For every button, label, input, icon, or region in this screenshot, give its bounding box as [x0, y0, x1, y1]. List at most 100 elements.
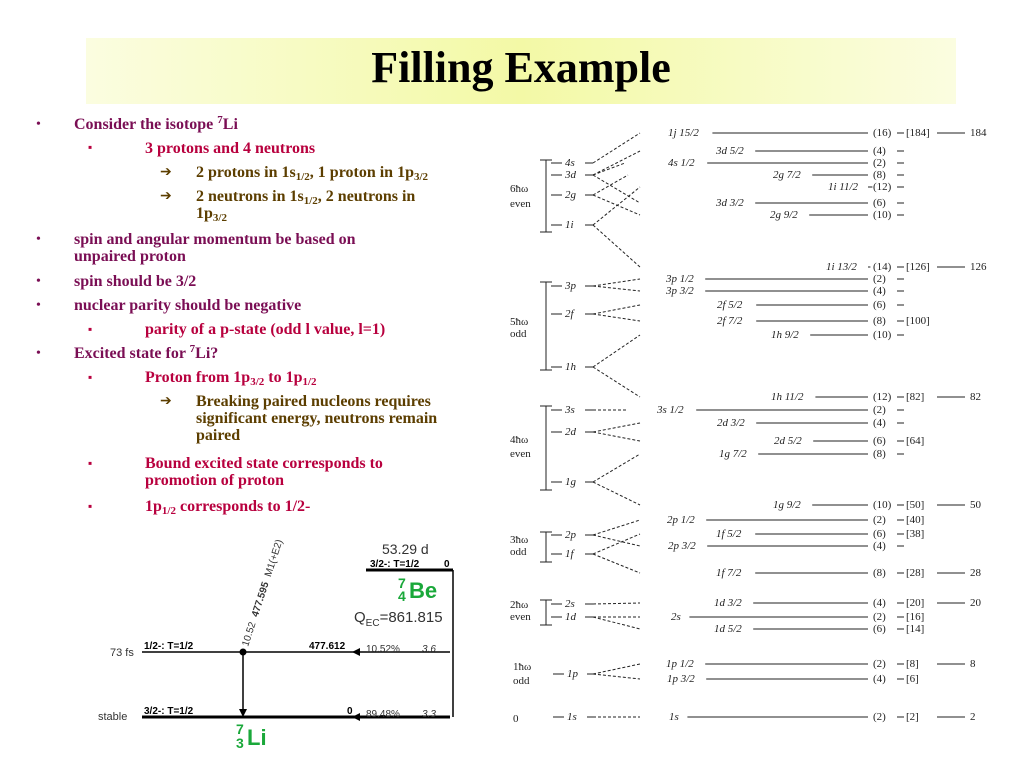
- split-level-label: 1g 9/2: [773, 499, 801, 511]
- level-connector-line: [592, 285, 641, 292]
- gamma-arrowhead: [239, 709, 247, 717]
- parent-symbol: Be: [409, 578, 437, 603]
- magic-number: 2: [970, 711, 976, 723]
- oscillator-level-label: 4s: [565, 157, 575, 169]
- oscillator-shell-label: 1ħω: [513, 661, 531, 673]
- oscillator-shell-label: 0: [513, 713, 519, 725]
- level-connector-line: [592, 186, 641, 226]
- bullet-isotope: Consider the isotope 7Li: [74, 114, 238, 134]
- occupancy-number: (12): [873, 181, 892, 193]
- occupancy-number: (2): [873, 157, 886, 169]
- level-connector-line: [592, 162, 626, 176]
- split-level-label: 1j 15/2: [668, 127, 699, 139]
- bullet-p-state: parity of a p-state (odd l value, l=1): [145, 321, 386, 338]
- cumulative-count: [16]: [906, 611, 924, 623]
- occupancy-number: (2): [873, 611, 886, 623]
- excited-branch: 10.52%: [366, 644, 400, 655]
- split-level-label: 1f 5/2: [716, 528, 742, 540]
- oscillator-level-label: 2d: [565, 426, 577, 438]
- parent-halflife: 53.29 d: [382, 541, 429, 557]
- excited-lifetime: 73 fs: [110, 647, 134, 659]
- level-connector-line: [592, 519, 641, 536]
- bullet-marker: •: [36, 298, 41, 313]
- oscillator-level-label: 1p: [567, 668, 579, 680]
- cumulative-count: [184]: [906, 127, 930, 139]
- magic-number: 184: [970, 127, 987, 139]
- shell-parity-label: odd: [510, 328, 527, 340]
- arrow-marker: ➔: [160, 165, 172, 180]
- split-level-label: 2p 1/2: [667, 514, 695, 526]
- split-level-label: 2g 9/2: [770, 209, 798, 221]
- square-marker: ▪: [88, 322, 93, 336]
- gamma-origin-dot: [239, 648, 247, 656]
- split-level-label: 2d 5/2: [774, 435, 802, 447]
- split-level-label: 1f 7/2: [716, 567, 742, 579]
- occupancy-number: (6): [873, 528, 886, 540]
- split-level-label: 3d 3/2: [715, 197, 744, 209]
- shell-parity-label: even: [510, 448, 531, 460]
- oscillator-level-label: 1f: [565, 548, 576, 560]
- bullet-excited-state: Excited state for 7Li?: [74, 343, 219, 363]
- parent-level-label: 3/2-: T=1/2: [370, 559, 420, 570]
- arrow-marker: ➔: [160, 394, 172, 409]
- level-connector-line: [592, 150, 641, 176]
- excited-level-energy: 477.612: [309, 641, 346, 652]
- level-connector-line: [592, 334, 641, 368]
- occupancy-number: (4): [873, 597, 886, 609]
- ground-branch: 89.48%: [366, 709, 400, 720]
- split-level-label: 2f 7/2: [717, 315, 743, 327]
- ground-level-label: 3/2-: T=1/2: [144, 706, 194, 717]
- slide-title: Filling Example: [371, 43, 671, 92]
- level-connector-line: [592, 602, 641, 605]
- split-level-label: 2d 3/2: [717, 417, 745, 429]
- oscillator-level-label: 2g: [565, 189, 577, 201]
- title-band: Filling Example: [86, 38, 956, 104]
- oscillator-level-label: 3d: [564, 169, 577, 181]
- split-level-label: 3p 1/2: [665, 273, 694, 285]
- bullet-protons: 2 protons in 1s1/2, 1 proton in 1p3/2: [196, 164, 429, 183]
- bullet-marker: •: [36, 117, 41, 132]
- magic-number: 8: [970, 658, 976, 670]
- occupancy-number: (8): [873, 169, 886, 181]
- level-connector-line: [592, 553, 641, 574]
- bullet-marker: •: [36, 346, 41, 361]
- oscillator-level-label: 1g: [565, 476, 577, 488]
- occupancy-number: (16): [873, 127, 892, 139]
- occupancy-number: (2): [873, 404, 886, 416]
- daughter-mass-number: 7: [236, 721, 244, 737]
- oscillator-level-label: 2s: [565, 598, 575, 610]
- magic-number: 28: [970, 567, 982, 579]
- ground-level-energy: 0: [347, 706, 353, 717]
- parent-mass-number: 7: [398, 575, 406, 591]
- oscillator-level-label: 3s: [564, 404, 575, 416]
- occupancy-number: (2): [873, 514, 886, 526]
- square-marker: ▪: [88, 370, 93, 384]
- qec-label: QEC=861.815: [354, 609, 443, 629]
- level-connector-line: [592, 431, 641, 442]
- split-level-label: 3d 5/2: [715, 145, 744, 157]
- magic-number: 20: [970, 597, 982, 609]
- occupancy-number: (14): [873, 261, 892, 273]
- occupancy-number: (4): [873, 673, 886, 685]
- level-connector-line: [592, 313, 641, 322]
- level-connector-line: [592, 366, 641, 398]
- bullet-marker: •: [36, 274, 41, 289]
- level-connector-line: [592, 616, 641, 630]
- cumulative-count: [20]: [906, 597, 924, 609]
- parent-level-energy: 0: [444, 559, 450, 570]
- oscillator-shell-label: 4ħω: [510, 434, 528, 446]
- cumulative-count: [40]: [906, 514, 924, 526]
- occupancy-number: (2): [873, 658, 886, 670]
- occupancy-number: (4): [873, 540, 886, 552]
- split-level-label: 1i 11/2: [828, 181, 859, 193]
- shell-parity-label: even: [510, 198, 531, 210]
- split-level-label: 1d 3/2: [714, 597, 742, 609]
- cumulative-count: [126]: [906, 261, 930, 273]
- magic-number: 82: [970, 391, 981, 403]
- daughter-symbol: Li: [247, 725, 267, 750]
- magic-number: 126: [970, 261, 987, 273]
- split-level-label: 1h 9/2: [771, 329, 799, 341]
- oscillator-level-label: 2f: [565, 308, 576, 320]
